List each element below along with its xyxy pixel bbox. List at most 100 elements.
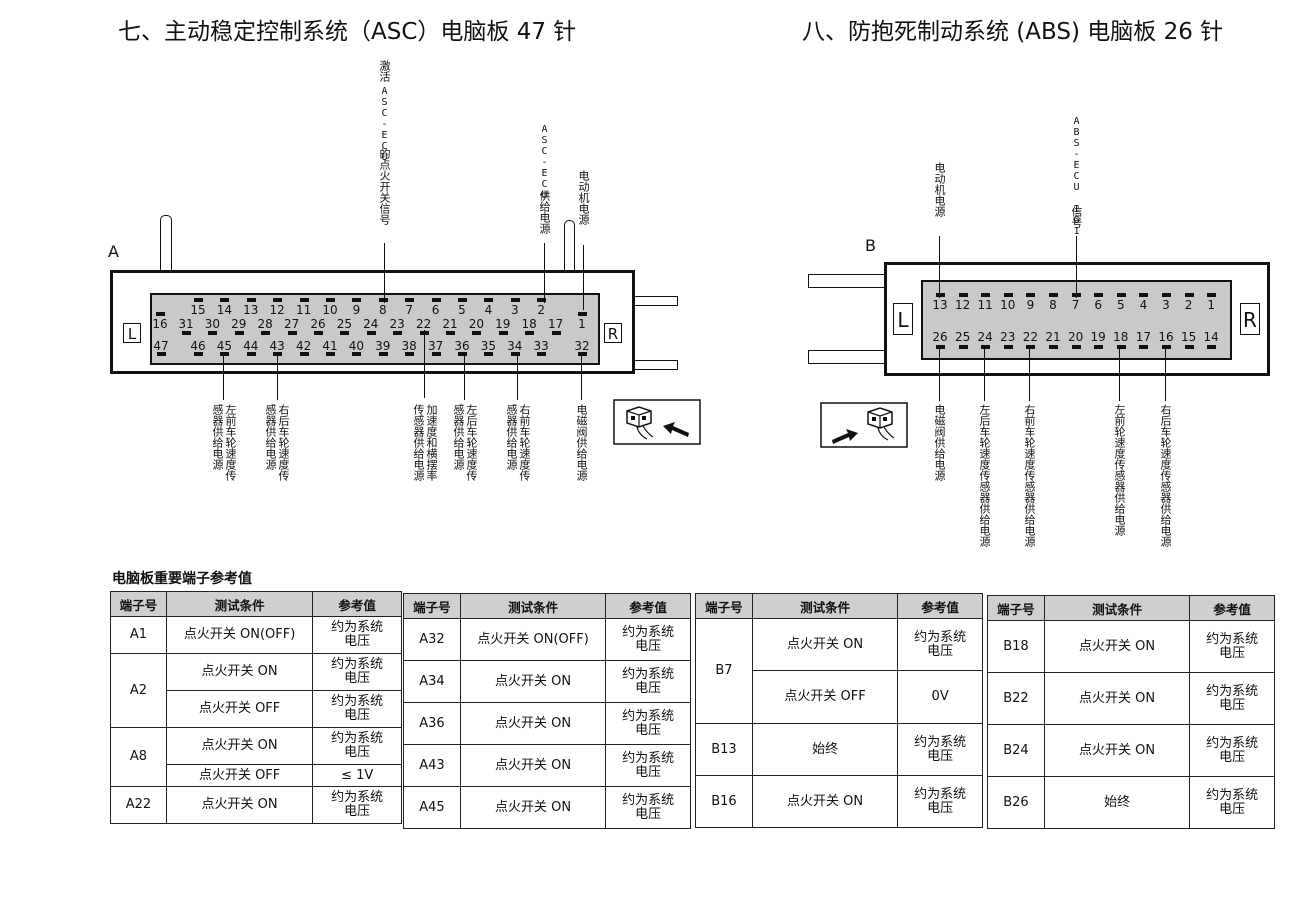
lead-asc-pin32 (581, 354, 583, 400)
pin-contact (1162, 293, 1171, 297)
abs-label-pin18: 左前轮速度传感器供给电源 (1113, 404, 1126, 536)
pin-contact (299, 298, 309, 302)
asc-label-pin8-c: 的点火开关信号 (378, 148, 391, 225)
table-row: 点火开关 OFF ≤ 1V (111, 764, 402, 787)
pin-number: 20 (1067, 330, 1084, 344)
pin-number: 45 (216, 339, 233, 353)
pin-number: 2 (537, 303, 545, 317)
pin-contact (472, 331, 482, 335)
pin-number: 13 (243, 303, 259, 317)
pin-number: 17 (1135, 330, 1152, 344)
pin-number: 3 (510, 303, 519, 317)
pin-contact (157, 352, 166, 356)
asc-label-pin34: 右前车轮速度传感器供给电源 (505, 404, 531, 481)
asc-label-pin2-b: 供给电源 (538, 190, 551, 234)
pin-contact (220, 298, 230, 302)
pin-contact (537, 352, 547, 356)
pin-number: 32 (574, 339, 590, 353)
pin-number: 15 (190, 303, 206, 317)
pin-number: 37 (427, 339, 444, 353)
asc-right-mark: R (604, 323, 622, 343)
pin-contact (314, 331, 323, 335)
pin-number: 19 (495, 317, 511, 331)
pin-number: 16 (152, 317, 168, 331)
pin-contact (1162, 345, 1171, 349)
pin-contact (405, 352, 415, 356)
pin-contact (431, 298, 441, 302)
pin-number: 1 (578, 317, 586, 331)
pin-number: 41 (322, 339, 338, 353)
pin-number: 11 (295, 303, 312, 317)
lead-abs-pin7 (1076, 236, 1078, 298)
lead-abs-pin26 (939, 345, 941, 401)
pin-contact (208, 331, 218, 335)
pin-contact (1094, 293, 1104, 297)
pin-contact (326, 352, 335, 356)
pin-contact (484, 298, 494, 302)
pin-number: 27 (283, 317, 300, 331)
lead-asc-pin1 (583, 245, 585, 310)
pin-contact (510, 352, 520, 356)
table-header: 端子号 测试条件 参考值 (695, 593, 983, 619)
pin-number: 6 (1094, 298, 1102, 312)
pin-number: 24 (977, 330, 993, 344)
pin-number: 8 (378, 303, 387, 317)
pin-contact (352, 352, 362, 356)
pin-contact (458, 298, 467, 302)
pin-contact (1139, 345, 1149, 349)
pin-contact (958, 345, 968, 349)
pin-number: 19 (1090, 330, 1106, 344)
pin-contact (1139, 293, 1149, 297)
pin-number: 38 (401, 339, 417, 353)
pin-number: 15 (1180, 330, 1197, 344)
asc-stub-top (634, 296, 678, 306)
abs-stub-bottom (808, 350, 888, 364)
pin-number: 26 (310, 317, 326, 331)
connector-view-icon-abs (820, 402, 908, 448)
pin-contact (1184, 345, 1194, 349)
abs-label-pin26: 电磁阀供给电源 (933, 404, 946, 481)
pin-contact (1116, 293, 1126, 297)
pin-contact (1116, 345, 1126, 349)
abs-label-pin16: 右后车轮速度传感器供给电源 (1159, 404, 1172, 547)
pin-number: 14 (1203, 330, 1219, 344)
pin-number: 12 (269, 303, 285, 317)
pin-number: 10 (1000, 298, 1016, 312)
pin-contact (1003, 345, 1013, 349)
pin-number: 28 (257, 317, 273, 331)
pin-number: 44 (243, 339, 259, 353)
lead-asc-pin2 (544, 243, 546, 303)
pin-contact (1184, 293, 1194, 297)
table-row: B7 点火开关 ON 约为系统电压 (695, 618, 983, 724)
pin-contact (525, 331, 535, 335)
pin-contact (405, 298, 415, 302)
asc-label-pin8-b: ASC-ECU (379, 86, 390, 163)
pin-contact (958, 293, 968, 297)
table-header: 端子号 测试条件 参考值 (110, 591, 402, 617)
pin-number: 47 (153, 339, 169, 353)
pin-contact (194, 352, 203, 356)
table-row: A22 点火开关 ON 约为系统电压 (110, 786, 402, 824)
pin-number: 40 (348, 339, 365, 353)
pin-number: 1 (1207, 298, 1215, 312)
pin-number: 22 (1022, 330, 1039, 344)
abs-connector-label: B (865, 236, 876, 255)
pin-number: 24 (363, 317, 379, 331)
asc-connector-label: A (108, 242, 119, 261)
pin-contact (1026, 345, 1036, 349)
pin-number: 5 (458, 303, 466, 317)
pin-contact (484, 352, 494, 356)
pin-number: 21 (442, 317, 458, 331)
asc-label-pin2-a: ASC-ECU (539, 124, 550, 201)
pin-number: 31 (178, 317, 194, 331)
pin-contact (299, 352, 309, 356)
pin-contact (220, 352, 230, 356)
pin-contact (1207, 345, 1217, 349)
pin-number: 2 (1184, 298, 1193, 312)
pin-contact (352, 298, 362, 302)
pin-number: 23 (1000, 330, 1016, 344)
